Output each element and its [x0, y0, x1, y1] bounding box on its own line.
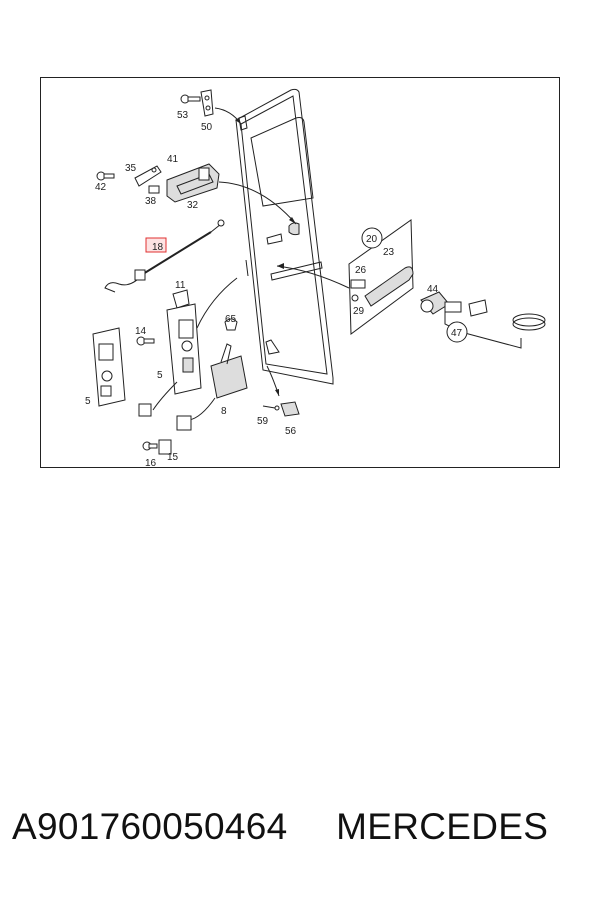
cable-to-door [196, 277, 238, 329]
leader-32 [218, 181, 297, 225]
label-14: 14 [135, 326, 147, 337]
part-59-pin [262, 405, 280, 411]
part-8-actuator [210, 343, 248, 399]
parts-diagram-frame: 53 50 35 41 42 38 32 18 11 14 65 5 5 8 5… [40, 77, 560, 469]
part-38-clip [148, 185, 160, 194]
brand-name: MERCEDES [336, 806, 549, 847]
part-53-bolt [180, 94, 201, 104]
label-56: 56 [285, 426, 297, 437]
label-59: 59 [257, 416, 269, 427]
label-29: 29 [353, 306, 365, 317]
part-42-screw [96, 171, 115, 181]
label-5-lower: 5 [85, 396, 91, 407]
part-44-cylinder [420, 291, 488, 317]
label-23: 23 [383, 247, 395, 258]
callout-circle-20 [361, 227, 383, 249]
label-53: 53 [177, 110, 189, 121]
part-23-handle [364, 266, 414, 307]
arrow-50 [235, 118, 241, 124]
part-15-connector [158, 415, 192, 455]
part-26-insert [350, 279, 366, 289]
label-50: 50 [201, 122, 213, 133]
part-56-striker [280, 401, 300, 417]
leader-50 [214, 107, 242, 125]
label-15: 15 [167, 452, 179, 463]
label-38: 38 [145, 196, 157, 207]
leader-47 [460, 331, 522, 349]
leader-23 [276, 265, 350, 289]
label-47: 47 [451, 328, 463, 339]
part-number: A901760050464 [12, 806, 288, 847]
label-18: 18 [152, 242, 164, 253]
part-29-screw [351, 294, 359, 302]
part-5-latch-lower [92, 327, 126, 407]
footer-caption: A901760050464 MERCEDES [12, 806, 592, 858]
part-47-clamp [512, 313, 546, 331]
arrow-23 [277, 263, 284, 269]
label-8: 8 [221, 406, 227, 417]
label-42: 42 [95, 182, 107, 193]
part-20-group-bracket [348, 219, 414, 335]
part-32-handle [166, 163, 220, 203]
part-16-plug [142, 441, 158, 451]
label-5-upper: 5 [157, 370, 163, 381]
label-65: 65 [225, 314, 237, 325]
part-16b-connector [138, 403, 152, 417]
part-11-clip [172, 289, 190, 309]
callout-circle-47 [446, 321, 468, 343]
wire-5 [152, 381, 178, 411]
arrow-56 [275, 389, 279, 396]
part-65-cap [224, 318, 238, 331]
part-14-screw [136, 336, 155, 346]
label-32: 32 [187, 200, 199, 211]
label-26: 26 [355, 265, 367, 276]
arrow-32 [289, 217, 296, 224]
label-41: 41 [167, 154, 179, 165]
part-5-latch-upper [166, 303, 202, 395]
label-16: 16 [145, 458, 157, 469]
label-20: 20 [366, 234, 378, 245]
exploded-parts-diagram: 53 50 35 41 42 38 32 18 11 14 65 5 5 8 5… [85, 88, 546, 469]
part-50-bracket [200, 89, 214, 117]
door-panel [235, 88, 334, 385]
label-35: 35 [125, 163, 137, 174]
label-11: 11 [175, 280, 186, 291]
part-35-lever [134, 165, 162, 187]
label-44: 44 [427, 284, 439, 295]
part-18-cable [104, 219, 225, 293]
highlight-box-18 [145, 237, 167, 253]
